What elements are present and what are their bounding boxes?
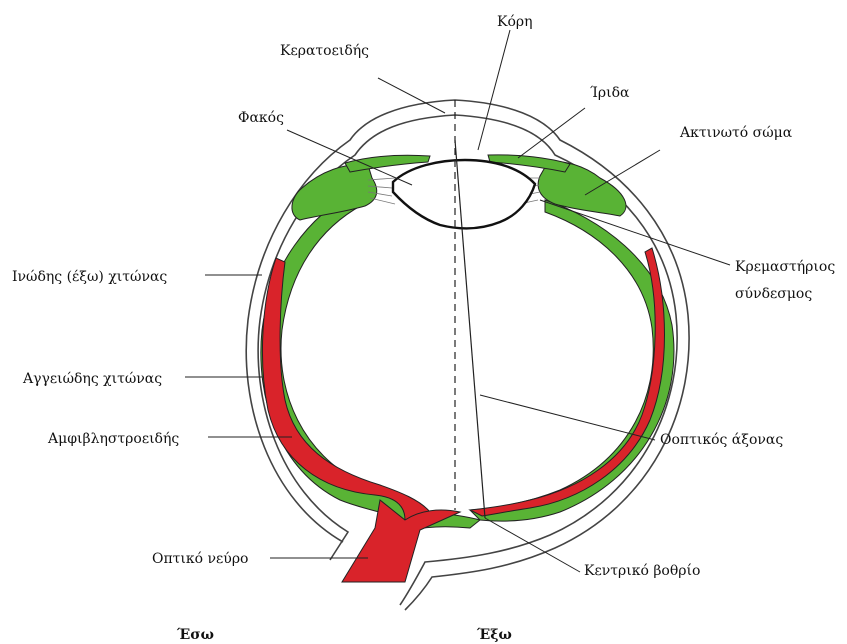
leader-ciliary-body [585,150,660,195]
label-lens: Φακός [238,110,284,126]
label-cornea: Κερατοειδής [280,43,369,59]
leader-pupil [478,30,510,150]
retina-right-band [470,248,665,516]
leader-fovea [485,518,580,572]
label-fovea: Κεντρικό βοθρίο [584,562,700,579]
label-choroid: Αγγειώδης χιτώνας [22,371,162,387]
label-optical-axis: Οοπτικός άξονας [660,432,783,448]
label-outside: Έξω [476,627,512,643]
ciliary-body-left [292,164,377,220]
leader-optical-axis [480,395,655,440]
label-retina: Αμφιβληστροειδής [47,431,179,447]
label-zonule-line1: Κρεμαστήριος [735,259,835,275]
label-optic-nerve: Οπτικό νεύρο [152,551,248,567]
choroid-left-band [261,192,430,520]
label-sclera: Ινώδης (έξω) χιτώνας [12,268,167,285]
label-ciliary-body: Ακτινωτό σώμα [679,125,793,141]
lens [393,160,535,228]
choroid-right-band [470,200,674,521]
label-pupil: Κόρη [497,14,533,30]
label-iris: Ίριδα [590,84,630,101]
label-zonule-line2: σύνδεσμος [735,286,812,302]
label-inside: Έσω [176,627,214,643]
leader-cornea [378,78,445,113]
